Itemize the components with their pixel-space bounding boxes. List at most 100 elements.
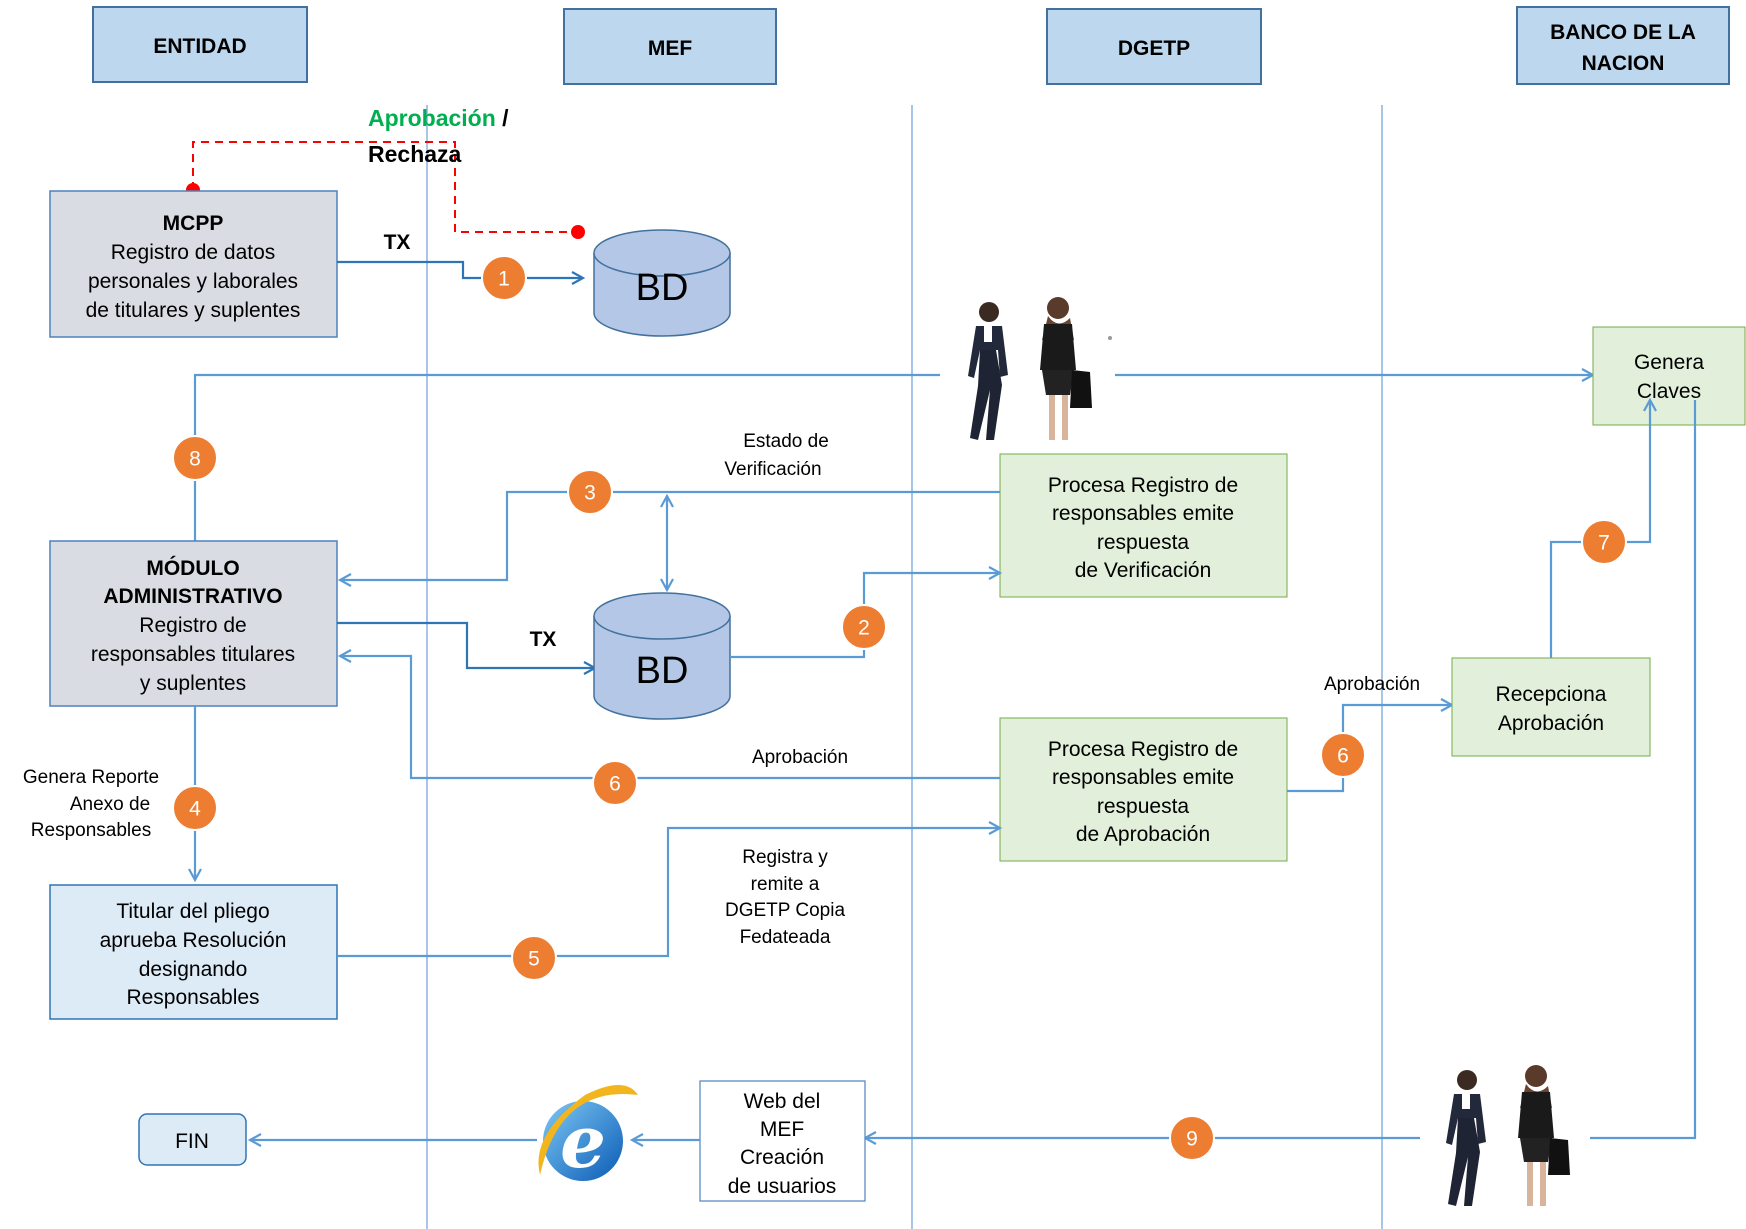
verificacion-text: de Verificación bbox=[1075, 559, 1212, 582]
tx-label: TX bbox=[384, 231, 411, 254]
fin-label: FIN bbox=[175, 1130, 209, 1153]
aprobacion-label: Aprobación bbox=[1324, 674, 1420, 695]
recepciona-text: Recepciona bbox=[1496, 683, 1607, 706]
flow-5 bbox=[337, 828, 1000, 958]
titular-box: Titular del pliego aprueba Resolución de… bbox=[49, 884, 338, 1020]
step-badge: 1 bbox=[481, 255, 527, 301]
svg-text:4: 4 bbox=[189, 798, 201, 821]
flow-9-drop bbox=[1585, 400, 1697, 1140]
mcpp-text: de titulares y suplentes bbox=[86, 299, 301, 322]
registra-label: DGETP Copia bbox=[725, 900, 845, 921]
step-badge: 7 bbox=[1581, 519, 1627, 565]
genera-claves-text: Claves bbox=[1637, 380, 1701, 403]
verificacion-text: responsables emite bbox=[1052, 502, 1234, 525]
web-mef-text: Creación bbox=[740, 1146, 824, 1169]
approve-note: Aprobación / bbox=[368, 105, 509, 131]
web-mef-text: MEF bbox=[760, 1118, 804, 1141]
modulo-text: Registro de bbox=[139, 614, 246, 637]
web-mef-text: Web del bbox=[744, 1090, 821, 1113]
flow-tx-db2 bbox=[337, 621, 595, 668]
svg-text:7: 7 bbox=[1598, 532, 1610, 555]
svg-text:6: 6 bbox=[1337, 745, 1349, 768]
verificacion-text: Procesa Registro de bbox=[1048, 474, 1238, 497]
lane-title-entidad: ENTIDAD bbox=[153, 35, 246, 58]
step-badge: 5 bbox=[511, 935, 557, 981]
modulo-title: ADMINISTRATIVO bbox=[103, 585, 282, 608]
flow-3 bbox=[340, 490, 1000, 580]
reporte-label: Anexo de bbox=[70, 794, 150, 815]
mcpp-box: MCPP Registro de datos personales y labo… bbox=[49, 190, 338, 338]
step-badge: 2 bbox=[841, 604, 887, 650]
lane-title-banco-line1: BANCO DE LA bbox=[1550, 21, 1696, 44]
verificacion-text: respuesta bbox=[1097, 531, 1190, 554]
mcpp-title: MCPP bbox=[163, 212, 224, 235]
svg-text:5: 5 bbox=[528, 948, 540, 971]
svg-text:3: 3 bbox=[584, 482, 596, 505]
flow-6-right bbox=[1287, 705, 1452, 793]
step-badge: 9 bbox=[1169, 1115, 1215, 1161]
genera-claves-text: Genera bbox=[1634, 351, 1704, 374]
reporte-label: Genera Reporte bbox=[23, 767, 159, 788]
modulo-administrativo-box: MÓDULO ADMINISTRATIVO Registro de respon… bbox=[49, 540, 338, 707]
step-badge: 3 bbox=[567, 469, 613, 515]
reject-note: Rechaza bbox=[368, 141, 462, 167]
recepciona-box: Recepciona Aprobación bbox=[1451, 657, 1651, 757]
database-1: BD bbox=[593, 229, 731, 337]
recepciona-text: Aprobación bbox=[1498, 712, 1604, 735]
database-2: BD bbox=[593, 592, 731, 720]
aprobacion-text: responsables emite bbox=[1052, 766, 1234, 789]
aprobacion-text: Procesa Registro de bbox=[1048, 738, 1238, 761]
db-label: BD bbox=[636, 267, 689, 309]
aprobacion-text: respuesta bbox=[1097, 795, 1190, 818]
modulo-title: MÓDULO bbox=[146, 556, 239, 580]
registra-label: Fedateada bbox=[740, 927, 831, 948]
verificacion-box: Procesa Registro de responsables emite r… bbox=[999, 453, 1288, 598]
estado-label: Verificación bbox=[724, 459, 821, 480]
fin-box: FIN bbox=[138, 1113, 247, 1166]
business-people-image bbox=[1420, 1060, 1590, 1215]
aprobacion-label: Aprobación bbox=[752, 747, 848, 768]
lane-header-entidad: ENTIDAD bbox=[92, 6, 308, 83]
web-mef-box: Web del MEF Creación de usuarios bbox=[699, 1080, 866, 1202]
mcpp-text: Registro de datos bbox=[111, 241, 276, 264]
step-badge: 8 bbox=[172, 435, 218, 481]
flow-1 bbox=[337, 260, 583, 278]
mcpp-text: personales y laborales bbox=[88, 270, 298, 293]
lane-header-dgetp: DGETP bbox=[1046, 8, 1262, 85]
db-label: BD bbox=[636, 650, 689, 692]
reporte-label: Responsables bbox=[31, 820, 151, 841]
step-badge: 6 bbox=[1320, 732, 1366, 778]
modulo-text: y suplentes bbox=[140, 672, 246, 695]
svg-text:8: 8 bbox=[189, 448, 201, 471]
titular-text: Responsables bbox=[126, 986, 259, 1009]
internet-explorer-icon: e bbox=[538, 1085, 638, 1184]
dash-endpoint bbox=[571, 225, 585, 239]
registra-label: remite a bbox=[751, 874, 820, 895]
lane-title-banco-line2: NACION bbox=[1582, 52, 1665, 75]
estado-label: Estado de bbox=[743, 431, 829, 452]
step-badge: 6 bbox=[592, 760, 638, 806]
lane-header-banco: BANCO DE LA NACION bbox=[1516, 6, 1730, 85]
titular-text: designando bbox=[139, 958, 248, 981]
flow-6-left bbox=[340, 656, 1000, 780]
lane-header-mef: MEF bbox=[563, 8, 777, 85]
svg-text:1: 1 bbox=[498, 268, 510, 291]
tx-label: TX bbox=[530, 628, 557, 651]
modulo-text: responsables titulares bbox=[91, 643, 295, 666]
step-badge: 4 bbox=[172, 785, 218, 831]
svg-text:6: 6 bbox=[609, 773, 621, 796]
lane-title-mef: MEF bbox=[648, 37, 693, 60]
titular-text: Titular del pliego bbox=[116, 900, 269, 923]
genera-claves-box: Genera Claves bbox=[1592, 326, 1746, 426]
registra-label: Registra y bbox=[742, 847, 828, 868]
flow-8 bbox=[193, 375, 1593, 541]
aprobacion-box: Procesa Registro de responsables emite r… bbox=[999, 717, 1288, 862]
business-people-image bbox=[940, 290, 1115, 450]
web-mef-text: de usuarios bbox=[728, 1175, 837, 1198]
lane-title-dgetp: DGETP bbox=[1118, 37, 1190, 60]
titular-text: aprueba Resolución bbox=[100, 929, 287, 952]
svg-text:9: 9 bbox=[1186, 1128, 1198, 1151]
svg-text:2: 2 bbox=[858, 617, 870, 640]
aprobacion-text: de Aprobación bbox=[1076, 823, 1210, 846]
